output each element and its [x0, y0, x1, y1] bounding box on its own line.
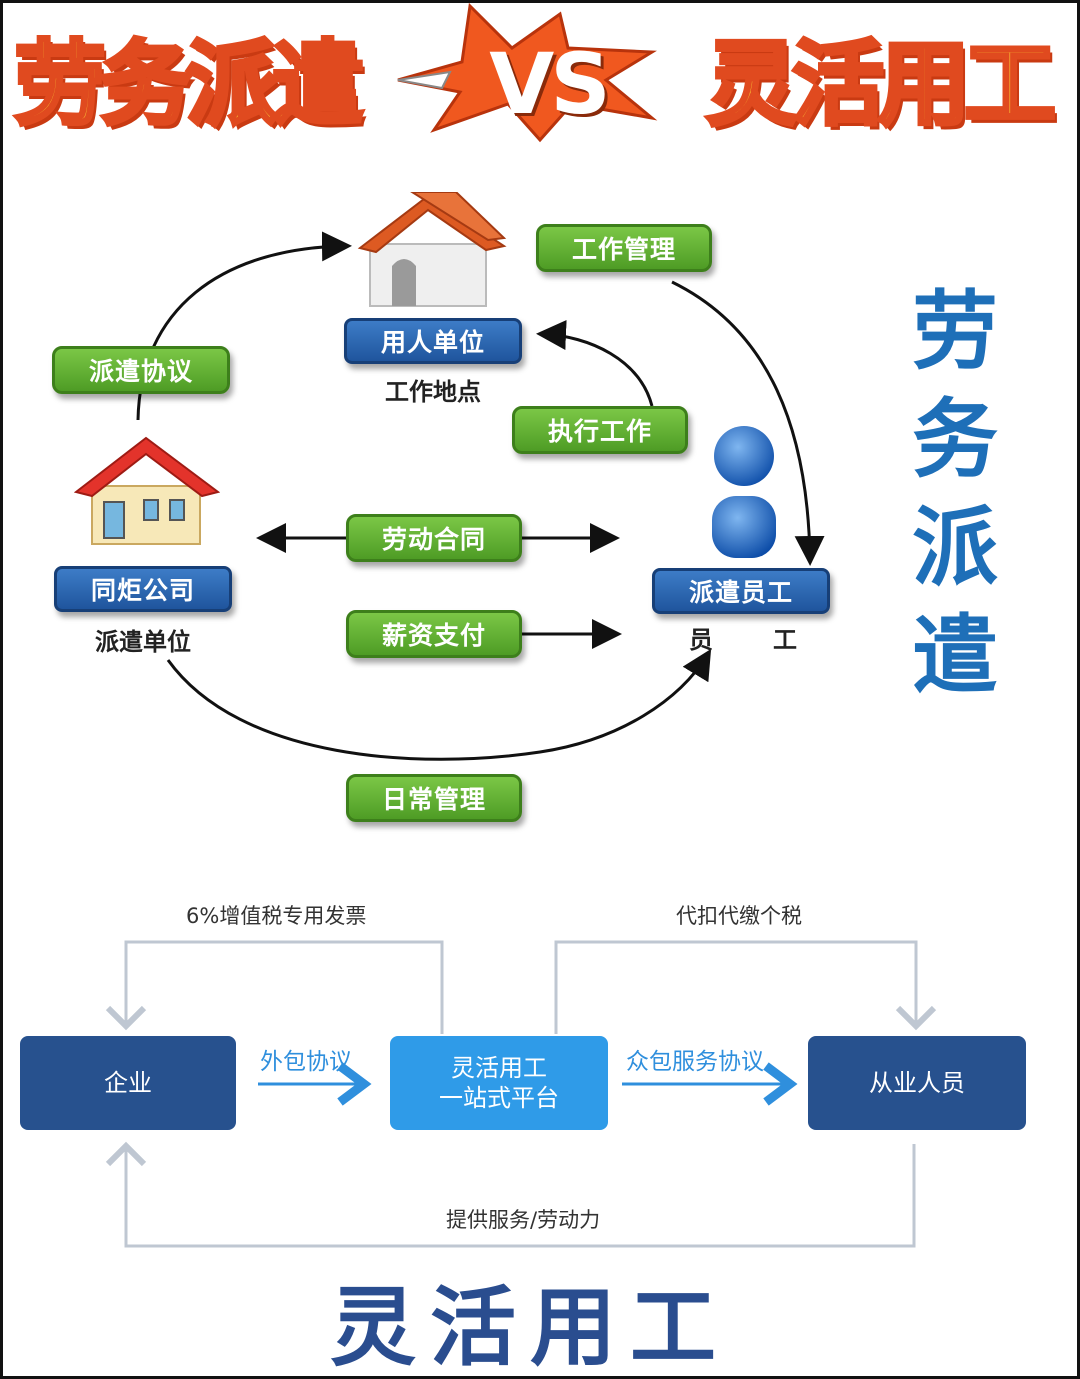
- employee-node-label: 派遣员工: [652, 568, 830, 614]
- daily-management-label: 日常管理: [346, 774, 522, 822]
- header-left-title: 劳务派遣: [12, 29, 366, 140]
- work-management-label: 工作管理: [536, 224, 712, 272]
- side-title-char-2: 务: [912, 390, 998, 490]
- platform-box-line1: 灵活用工: [451, 1054, 547, 1082]
- flex-connectors: [105, 940, 937, 1248]
- dispatch-connectors: [136, 231, 825, 761]
- employer-node-caption: 工作地点: [385, 378, 481, 406]
- workers-box-label: 从业人员: [869, 1069, 965, 1097]
- header-right-title: 灵活用工: [704, 29, 1058, 140]
- vs-burst-icon: [397, 2, 658, 143]
- tax-withholding-label: 代扣代缴个税: [676, 904, 802, 928]
- employee-node-caption-right: 工: [773, 626, 797, 654]
- company-node-caption: 派遣单位: [95, 628, 191, 656]
- platform-box: 灵活用工 一站式平台: [390, 1036, 608, 1130]
- employee-person-icon: [712, 426, 776, 558]
- company-node-label: 同炬公司: [54, 566, 232, 612]
- side-title-char-3: 派: [912, 498, 998, 598]
- enterprise-box: 企业: [20, 1036, 236, 1130]
- header-vs: VS: [489, 35, 611, 133]
- labor-contract-label: 劳动合同: [346, 514, 522, 562]
- employer-house-icon: [357, 192, 507, 307]
- employer-node-label: 用人单位: [344, 318, 522, 364]
- enterprise-box-label: 企业: [104, 1069, 152, 1097]
- outsourcing-agreement-label: 外包协议: [260, 1049, 352, 1075]
- salary-payment-label: 薪资支付: [346, 610, 522, 658]
- service-labor-label: 提供服务/劳动力: [446, 1208, 601, 1232]
- execute-work-label: 执行工作: [512, 406, 688, 454]
- company-house-icon: [74, 436, 220, 545]
- platform-box-line2: 一站式平台: [439, 1084, 559, 1112]
- crowdsourcing-agreement-label: 众包服务协议: [626, 1049, 764, 1075]
- dispatch-agreement-label: 派遣协议: [52, 346, 230, 394]
- footer-title: 灵活用工: [330, 1278, 730, 1378]
- side-title-char-1: 劳: [912, 282, 998, 382]
- invoice-label: 6%增值税专用发票: [186, 904, 367, 928]
- employee-node-caption-left: 员: [689, 626, 713, 654]
- workers-box: 从业人员: [808, 1036, 1026, 1130]
- side-title-char-4: 遣: [912, 606, 998, 706]
